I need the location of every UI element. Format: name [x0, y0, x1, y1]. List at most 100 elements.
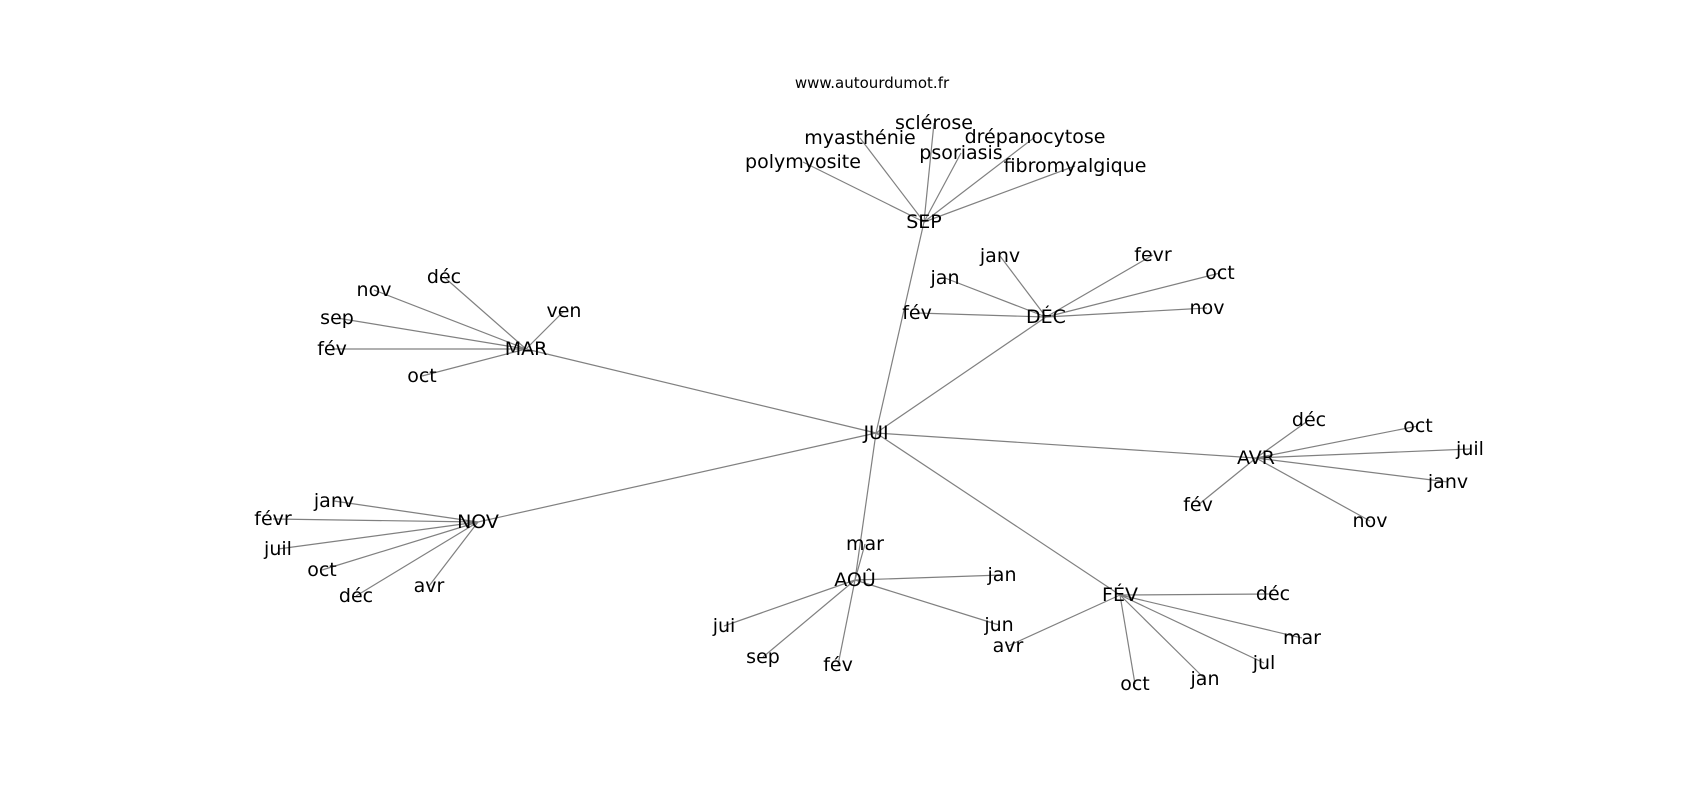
leaf-node-sep-3[interactable]: psoriasis — [919, 142, 1002, 164]
leaf-node-nov-1[interactable]: févr — [254, 508, 292, 530]
hub-node-aou[interactable]: AOÛ — [834, 567, 876, 591]
edge-nov-leaf-3 — [321, 521, 479, 571]
edge-center-avr — [875, 432, 1257, 459]
leaf-node-fev-4[interactable]: jan — [1190, 668, 1220, 690]
leaf-node-avr-0[interactable]: déc — [1292, 409, 1326, 431]
hub-node-fev[interactable]: FÉV — [1102, 583, 1138, 606]
leaf-node-dec-5[interactable]: nov — [1190, 297, 1225, 319]
edge-sep-leaf-5 — [923, 165, 1076, 223]
leaf-node-avr-2[interactable]: juil — [1455, 438, 1484, 460]
edge-avr-leaf-3 — [1255, 457, 1449, 483]
leaf-node-nov-4[interactable]: déc — [339, 585, 373, 607]
leaf-node-aou-2[interactable]: jui — [712, 615, 736, 637]
leaf-node-nov-2[interactable]: juil — [263, 538, 292, 560]
edge-center-aou — [854, 432, 877, 581]
leaf-node-fev-2[interactable]: avr — [993, 635, 1024, 657]
hub-node-dec[interactable]: DÉC — [1026, 305, 1066, 328]
edge-center-nov — [477, 432, 877, 523]
leaf-node-aou-1[interactable]: jan — [987, 564, 1017, 586]
edge-center-mar — [525, 348, 877, 434]
leaf-node-sep-5[interactable]: fibromyalgique — [1004, 155, 1147, 177]
edge-mar-leaf-3 — [336, 317, 527, 350]
edge-aou-leaf-4 — [762, 579, 856, 658]
edge-center-sep — [875, 221, 925, 434]
edge-sep-leaf-1 — [859, 137, 925, 223]
leaf-node-avr-4[interactable]: fév — [1183, 494, 1213, 516]
edge-fev-leaf-5 — [1119, 594, 1136, 685]
graph-edges — [272, 122, 1471, 685]
edge-nov-leaf-0 — [333, 500, 479, 523]
edge-avr-leaf-4 — [1197, 457, 1257, 506]
leaf-node-dec-4[interactable]: fév — [902, 302, 932, 324]
leaf-node-sep-2[interactable]: drépanocytose — [965, 126, 1106, 148]
leaf-node-fev-3[interactable]: jul — [1252, 652, 1276, 674]
leaf-node-avr-5[interactable]: nov — [1353, 510, 1388, 532]
edge-mar-leaf-1 — [373, 289, 527, 350]
edge-sep-leaf-3 — [923, 152, 962, 223]
leaf-node-dec-3[interactable]: oct — [1205, 262, 1235, 284]
edge-dec-leaf-4 — [916, 312, 1047, 318]
leaf-node-fev-0[interactable]: déc — [1256, 583, 1290, 605]
edge-nov-leaf-5 — [428, 521, 479, 587]
edge-aou-leaf-0 — [854, 543, 866, 581]
leaf-node-mar-1[interactable]: nov — [357, 279, 392, 301]
leaf-node-fev-1[interactable]: mar — [1283, 627, 1321, 649]
edge-aou-leaf-5 — [837, 579, 856, 666]
leaf-node-aou-5[interactable]: fév — [823, 654, 853, 676]
leaf-node-aou-3[interactable]: jun — [983, 614, 1013, 636]
edge-dec-leaf-0 — [999, 255, 1047, 318]
edge-center-fev — [875, 432, 1121, 596]
hub-node-sep[interactable]: SEP — [906, 211, 942, 233]
edge-dec-leaf-3 — [1045, 272, 1221, 318]
edge-aou-leaf-2 — [723, 579, 856, 627]
leaf-node-fev-5[interactable]: oct — [1120, 673, 1150, 695]
leaf-node-nov-3[interactable]: oct — [307, 559, 337, 581]
edge-dec-leaf-1 — [1045, 254, 1154, 318]
edge-avr-leaf-2 — [1255, 448, 1471, 459]
edge-fev-leaf-2 — [1007, 594, 1121, 647]
edge-nov-leaf-1 — [272, 518, 479, 523]
edge-mar-leaf-2 — [525, 310, 565, 350]
hub-node-mar[interactable]: MAR — [505, 338, 548, 360]
leaf-node-nov-5[interactable]: avr — [414, 575, 445, 597]
hub-node-nov[interactable]: NOV — [457, 511, 499, 533]
edge-fev-leaf-1 — [1119, 594, 1303, 639]
edge-fev-leaf-0 — [1119, 593, 1274, 596]
center-node[interactable]: JUI — [862, 422, 888, 444]
edge-sep-leaf-2 — [923, 136, 1036, 223]
leaf-node-mar-2[interactable]: ven — [547, 300, 582, 322]
edge-avr-leaf-5 — [1255, 457, 1371, 522]
leaf-node-mar-0[interactable]: déc — [427, 266, 461, 288]
edge-avr-leaf-0 — [1255, 419, 1310, 459]
leaf-node-sep-4[interactable]: polymyosite — [745, 151, 861, 173]
edge-dec-leaf-5 — [1045, 307, 1208, 318]
leaf-node-aou-0[interactable]: mar — [846, 533, 884, 555]
edge-nov-leaf-2 — [277, 521, 479, 550]
leaf-node-sep-1[interactable]: myasthénie — [804, 127, 916, 149]
edge-dec-leaf-2 — [944, 277, 1047, 318]
edge-center-dec — [875, 316, 1047, 434]
leaf-node-dec-2[interactable]: jan — [930, 267, 960, 289]
edge-aou-leaf-1 — [854, 574, 1003, 581]
leaf-node-mar-5[interactable]: oct — [407, 365, 437, 387]
leaf-node-avr-3[interactable]: janv — [1427, 471, 1468, 493]
hub-node-avr[interactable]: AVR — [1237, 447, 1275, 469]
leaf-node-nov-0[interactable]: janv — [313, 490, 354, 512]
edge-sep-leaf-4 — [802, 161, 925, 223]
leaf-node-mar-3[interactable]: sep — [320, 307, 354, 329]
leaf-node-mar-4[interactable]: fév — [317, 338, 347, 360]
edge-aou-leaf-3 — [854, 579, 1000, 626]
edge-fev-leaf-3 — [1119, 594, 1265, 664]
edge-sep-leaf-0 — [923, 122, 935, 223]
leaf-node-dec-1[interactable]: fevr — [1134, 244, 1172, 266]
site-url[interactable]: www.autourdumot.fr — [795, 74, 950, 92]
edge-nov-leaf-4 — [355, 521, 479, 597]
leaf-node-avr-1[interactable]: oct — [1403, 415, 1433, 437]
edge-mar-leaf-0 — [443, 276, 527, 350]
leaf-node-sep-0[interactable]: sclérose — [895, 112, 973, 134]
leaf-node-aou-4[interactable]: sep — [746, 646, 780, 668]
leaf-node-dec-0[interactable]: janv — [979, 245, 1020, 267]
edge-mar-leaf-5 — [421, 348, 527, 377]
